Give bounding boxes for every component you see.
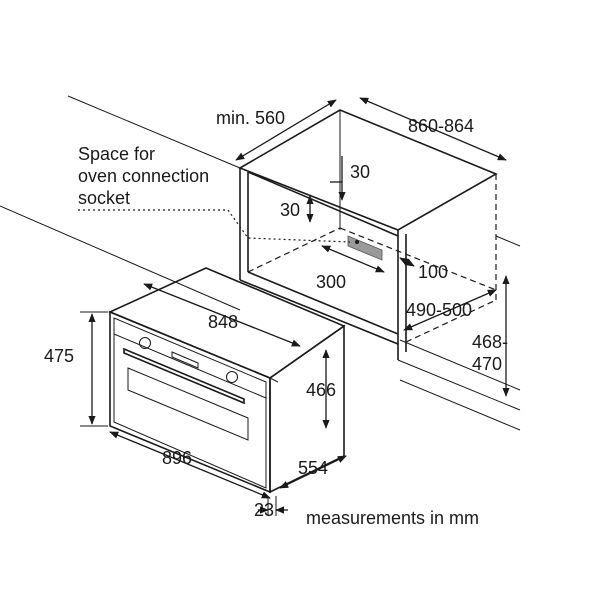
niche-height-label-2: 470 bbox=[472, 354, 502, 374]
oven-depth-label: 554 bbox=[298, 458, 328, 478]
socket-side-label: 30 bbox=[280, 200, 300, 220]
door-window bbox=[127, 367, 249, 441]
door-handle bbox=[123, 347, 245, 405]
display-panel bbox=[171, 351, 199, 369]
min-width-label: min. 560 bbox=[216, 108, 285, 128]
socket-top-label: 30 bbox=[350, 162, 370, 182]
socket-width-label: 300 bbox=[316, 272, 346, 292]
socket-area bbox=[347, 235, 383, 261]
units-note: measurements in mm bbox=[306, 508, 479, 528]
socket-note-line-2: oven connection bbox=[78, 166, 209, 186]
oven-height-label: 475 bbox=[44, 346, 74, 366]
niche-width-label: 860-864 bbox=[408, 116, 474, 136]
fascia-depth-label: 23 bbox=[254, 500, 274, 520]
socket-note-line-1: Space for bbox=[78, 144, 155, 164]
oven-body-height-label: 466 bbox=[306, 380, 336, 400]
socket-depth-label: 100 bbox=[418, 262, 448, 282]
oven-top-width-label: 848 bbox=[208, 312, 238, 332]
oven-dimensions bbox=[80, 283, 347, 516]
right-knob-icon bbox=[226, 371, 238, 383]
socket-note-line-3: socket bbox=[78, 188, 130, 208]
niche-height-label-1: 468- bbox=[472, 332, 508, 352]
niche-depth-label: 490-500 bbox=[406, 300, 472, 320]
oven-width-label: 896 bbox=[162, 448, 192, 468]
niche-dimensions bbox=[235, 97, 510, 397]
socket-leader-line bbox=[78, 209, 351, 243]
